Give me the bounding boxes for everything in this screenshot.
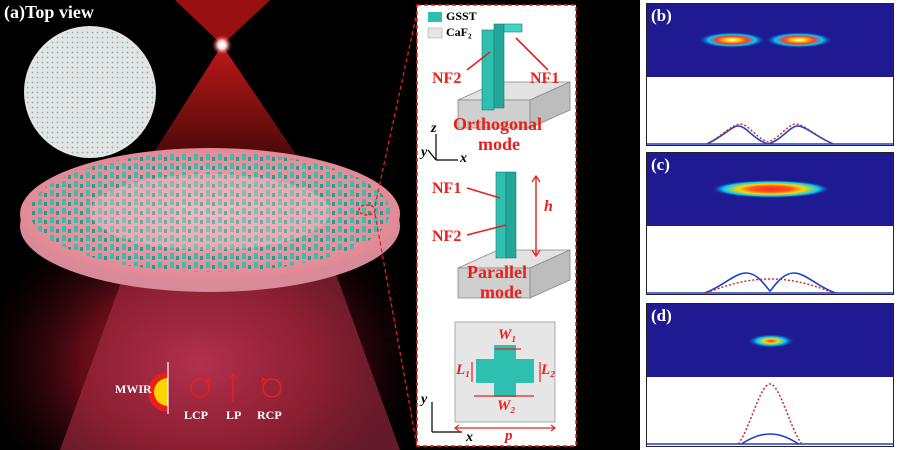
w1-label: W₁: [498, 327, 517, 343]
schematic-panel-a: (a)Top view GSST CaF₂ NF2 NF1 Orthogonal…: [0, 0, 640, 450]
axis-z-label: z: [431, 121, 437, 136]
unit-selection-marker: [358, 204, 376, 216]
field-panel-c: (c): [646, 152, 894, 295]
intensity-profile-b: [647, 123, 893, 145]
field-panel-d: (d): [646, 303, 894, 447]
orthogonal-mode-label-1: Orthogonal: [453, 114, 543, 134]
panel-a-title: (a)Top view: [4, 2, 94, 22]
field-panel-b: (b): [646, 3, 894, 146]
gsst-pillar-array: [30, 152, 390, 272]
panel-b-label: (b): [651, 6, 672, 25]
parallel-nf2-label: NF2: [432, 228, 462, 245]
panel-d-label: (d): [651, 306, 672, 325]
legend-gsst: GSST: [446, 9, 477, 23]
parallel-mode-label-1: Parallel: [467, 262, 527, 282]
axis-x2-label: x: [466, 430, 473, 445]
gsst-swatch: [428, 12, 442, 22]
l2-label: L₂: [541, 362, 556, 378]
orthogonal-mode-label-2: mode: [478, 134, 520, 154]
axis-x-label: x: [460, 151, 467, 166]
lcp-label: LCP: [184, 408, 208, 422]
axis-y2-label: y: [421, 392, 428, 407]
period-label: p: [505, 428, 513, 444]
field-map-c: [647, 153, 893, 226]
intensity-profile-c: [647, 272, 893, 294]
schematic-svg: [0, 0, 577, 450]
height-label: h: [544, 198, 553, 215]
caf2-swatch: [427, 27, 443, 39]
intensity-profile-d: [647, 383, 893, 445]
rcp-icon: [262, 378, 282, 398]
field-map-b: [647, 4, 893, 77]
orthogonal-nf2-label: NF2: [432, 70, 462, 87]
orthogonal-nf1-label: NF1: [530, 70, 560, 87]
lp-label: LP: [226, 408, 242, 422]
legend-caf2: CaF₂: [446, 25, 472, 39]
panel-c-label: (c): [651, 155, 670, 174]
lcp-icon: [190, 378, 210, 398]
parallel-mode-label-2: mode: [480, 282, 522, 302]
mwir-label: MWIR: [115, 382, 152, 396]
focal-spot: [212, 35, 232, 55]
w2-label: W₂: [497, 398, 516, 414]
rcp-label: RCP: [257, 408, 282, 422]
field-map-d: [647, 304, 893, 377]
gsst-pillar-orthogonal: [481, 29, 495, 111]
gsst-pillar-parallel: [495, 171, 507, 259]
l1-label: L₁: [456, 362, 471, 378]
axis-y-label: y: [421, 145, 428, 160]
parallel-nf1-label: NF1: [432, 180, 462, 197]
